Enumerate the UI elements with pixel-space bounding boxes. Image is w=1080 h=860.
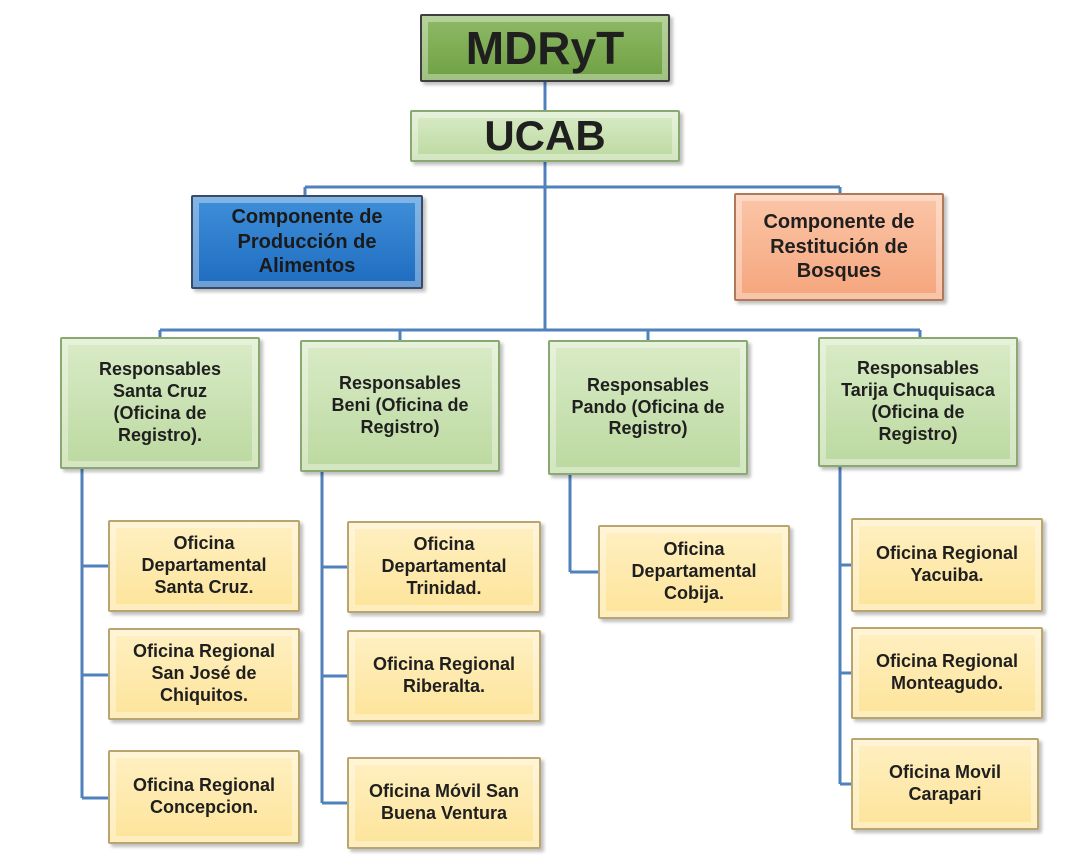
node-componente-produccion: Componente de Producción de Alimentos xyxy=(191,195,423,289)
node-responsables-tarija-chuquisaca: Responsables Tarija Chuquisaca (Oficina … xyxy=(818,337,1018,467)
node-oficina-departamental-santa-cruz: Oficina Departamental Santa Cruz. xyxy=(108,520,300,612)
node-mdryt: MDRyT xyxy=(420,14,670,82)
node-oficina-regional-concepcion: Oficina Regional Concepcion. xyxy=(108,750,300,844)
node-responsables-beni: Responsables Beni (Oficina de Registro) xyxy=(300,340,500,472)
node-ucab: UCAB xyxy=(410,110,680,162)
node-componente-restitucion: Componente de Restitución de Bosques xyxy=(734,193,944,301)
node-oficina-movil-carapari: Oficina Movil Carapari xyxy=(851,738,1039,830)
node-oficina-departamental-cobija: Oficina Departamental Cobija. xyxy=(598,525,790,619)
node-oficina-departamental-trinidad: Oficina Departamental Trinidad. xyxy=(347,521,541,613)
node-oficina-movil-san-buena-ventura: Oficina Móvil San Buena Ventura xyxy=(347,757,541,849)
node-oficina-regional-yacuiba: Oficina Regional Yacuiba. xyxy=(851,518,1043,612)
node-oficina-regional-riberalta: Oficina Regional Riberalta. xyxy=(347,630,541,722)
node-responsables-santa-cruz: Responsables Santa Cruz (Oficina de Regi… xyxy=(60,337,260,469)
node-responsables-pando: Responsables Pando (Oficina de Registro) xyxy=(548,340,748,475)
node-oficina-regional-monteagudo: Oficina Regional Monteagudo. xyxy=(851,627,1043,719)
node-oficina-regional-san-jose: Oficina Regional San José de Chiquitos. xyxy=(108,628,300,720)
